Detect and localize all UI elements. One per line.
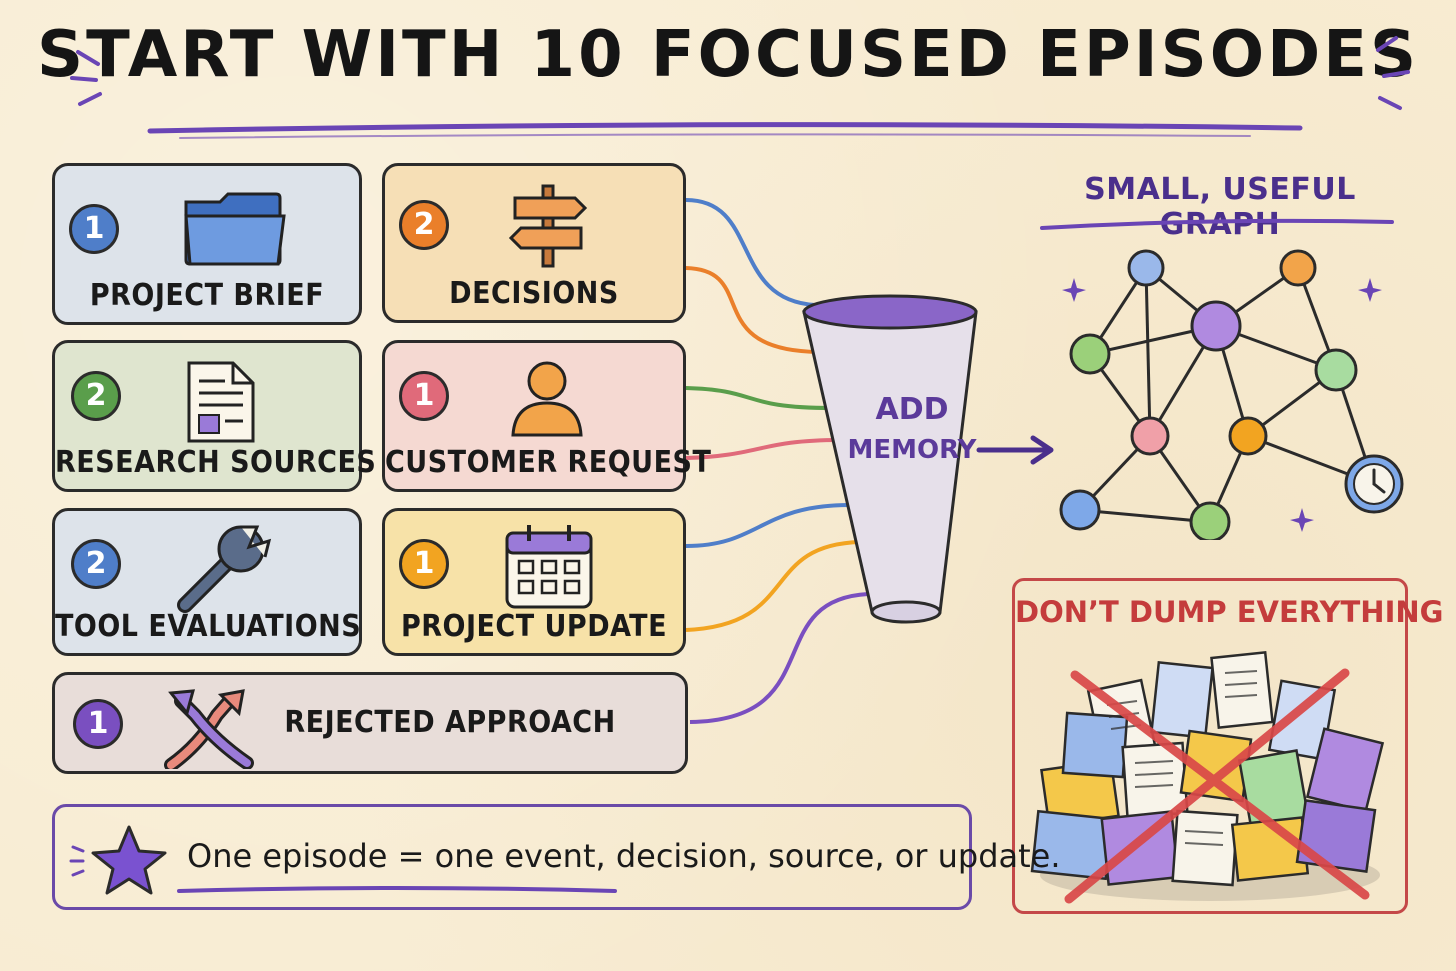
- funnel-label: ADD MEMORY: [842, 390, 982, 470]
- episode-label: PROJECT UPDATE: [400, 609, 668, 644]
- episode-card-decisions: 2 DECISIONS: [382, 163, 686, 323]
- graph-node: [1069, 333, 1111, 375]
- dont-dump-title: DON’T DUMP EVERYTHING: [1015, 595, 1444, 629]
- episode-label: CUSTOMER REQUEST: [385, 445, 712, 480]
- sparkle-icon: [1062, 278, 1382, 532]
- dont-dump-panel: DON’T DUMP EVERYTHING: [1012, 578, 1444, 914]
- episode-card-project-update: 1 PROJECT UPDATE: [382, 508, 686, 656]
- person-icon: [511, 361, 583, 437]
- clock-icon: [1344, 454, 1404, 514]
- signpost-icon: [508, 184, 588, 268]
- episode-count-badge: 2: [71, 539, 121, 589]
- episode-count-badge: 2: [399, 200, 449, 250]
- episode-label: TOOL EVALUATIONS: [55, 609, 362, 644]
- graph-node: [1130, 416, 1170, 456]
- arrow-right-icon: [976, 435, 1054, 465]
- graph-node: [1127, 249, 1165, 287]
- note-panel: One episode = one event, decision, sourc…: [52, 804, 1061, 910]
- episode-card-project-brief: 1 PROJECT BRIEF: [52, 163, 362, 325]
- episode-label: REJECTED APPROACH: [284, 705, 616, 740]
- star-icon: [69, 825, 167, 895]
- document-icon: [187, 361, 255, 443]
- knowledge-graph: [1059, 249, 1404, 540]
- funnel-icon: [802, 294, 978, 624]
- note-text: One episode = one event, decision, sourc…: [187, 837, 1061, 875]
- graph-node: [1279, 249, 1317, 287]
- graph-node: [1314, 348, 1358, 392]
- episode-count-badge: 1: [399, 371, 449, 421]
- episode-label: RESEARCH SOURCES: [55, 445, 377, 480]
- episode-count-badge: 1: [69, 204, 119, 254]
- graph-title: SMALL, USEFUL GRAPH: [1084, 172, 1356, 242]
- graph-node: [1189, 501, 1231, 540]
- calendar-icon: [505, 525, 593, 609]
- red-x-icon: [1064, 668, 1370, 904]
- page-title: START WITH 10 FOCUSED EPISODES: [36, 18, 1420, 92]
- document-pile-icon: [1030, 650, 1385, 904]
- folder-icon: [184, 192, 286, 266]
- episode-card-rejected-approach: 1 REJECTED APPROACH: [52, 672, 688, 774]
- episode-label: DECISIONS: [449, 276, 619, 311]
- graph-node: [1228, 416, 1268, 456]
- episode-card-tool-evaluations: 2 TOOL EVALUATIONS: [52, 508, 362, 656]
- funnel-label-line1: ADD: [875, 392, 949, 427]
- episode-count-badge: 1: [73, 699, 123, 749]
- episode-count-badge: 1: [399, 539, 449, 589]
- episode-card-customer-request: 1 CUSTOMER REQUEST: [382, 340, 712, 492]
- crossed-arrows-icon: [164, 689, 254, 769]
- funnel-label-line2: MEMORY: [847, 435, 977, 465]
- wrench-icon: [177, 525, 272, 613]
- graph-node: [1059, 489, 1101, 531]
- note-underline: [177, 886, 617, 893]
- episode-label: PROJECT BRIEF: [89, 278, 325, 313]
- episode-count-badge: 2: [71, 371, 121, 421]
- graph-node: [1190, 300, 1242, 352]
- episode-card-research-sources: 2 RESEARCH SOURCES: [52, 340, 377, 492]
